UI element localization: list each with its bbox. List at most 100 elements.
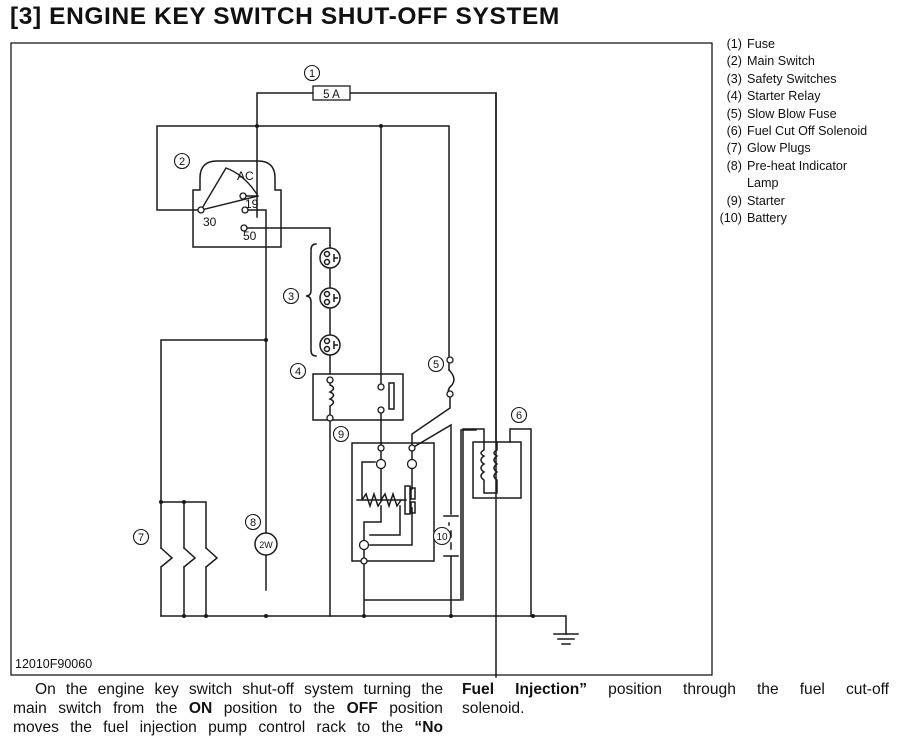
callout-7-circle xyxy=(132,528,150,546)
starter-term-5 xyxy=(358,539,370,551)
fuel-solenoid-coils xyxy=(480,92,499,494)
legend-item: (6)Fuel Cut Off Solenoid xyxy=(712,123,868,140)
page-title: [3] ENGINE KEY SWITCH SHUT-OFF SYSTEM xyxy=(10,3,560,30)
callout-1: 1 xyxy=(309,68,315,80)
switch-label-ac: AC xyxy=(237,169,254,183)
legend-label: Pre-heat Indicator xyxy=(747,158,848,173)
legend-label: Starter xyxy=(747,193,785,208)
callout-10-circle xyxy=(432,526,452,546)
body-paragraph-left: On the engine key switch shut-off system… xyxy=(13,680,443,737)
paragraph-line: solenoid. xyxy=(462,700,525,717)
legend-num: (9) xyxy=(726,193,742,208)
main-switch-body xyxy=(192,160,282,248)
figure-code: 12010F90060 xyxy=(15,657,93,671)
callout-9: 9 xyxy=(338,429,344,441)
figure-frame xyxy=(10,42,713,676)
safety-switch-bracket xyxy=(305,243,317,357)
fuel-solenoid-outer xyxy=(462,428,532,617)
starter-box xyxy=(351,442,435,562)
callout-8: 8 xyxy=(250,517,256,529)
legend-num: (8) xyxy=(726,158,742,173)
safety-switch-3 xyxy=(319,334,341,356)
ground-symbol xyxy=(553,633,579,645)
wire-glow-ground xyxy=(160,501,185,549)
paragraph-line: main switch from the ON position to the … xyxy=(13,699,443,718)
text-run: position through the fuel cut-off xyxy=(587,681,890,698)
starter-term-6 xyxy=(360,557,368,565)
legend-label: Battery xyxy=(747,211,787,226)
text-run: moves the fuel injection pump control ra… xyxy=(13,719,415,736)
glow-plug-2 xyxy=(182,546,197,617)
legend-item: (5)Slow Blow Fuse xyxy=(712,106,867,123)
fuse-box xyxy=(312,85,351,101)
bold-term-fuel-injection: Fuel Injection” xyxy=(462,681,588,698)
wire-main-rail xyxy=(156,125,450,371)
callout-2-circle xyxy=(173,152,191,170)
wire-ground-bus xyxy=(160,615,567,635)
legend-num: (3) xyxy=(726,71,742,86)
legend-item: (1) Fuse xyxy=(712,36,867,53)
relay-term-3 xyxy=(377,383,385,391)
safety-switch-2 xyxy=(319,287,341,309)
legend-label: Starter Relay xyxy=(747,89,821,104)
callout-6-circle xyxy=(510,406,528,424)
legend-num: (7) xyxy=(726,141,742,156)
starter-relay-box xyxy=(312,373,404,421)
safety-switches xyxy=(319,247,341,356)
switch-label-30: 30 xyxy=(203,215,217,229)
starter-term-4 xyxy=(406,458,418,470)
legend-item: (3) Safety Switches xyxy=(712,71,867,88)
legend-label: Safety Switches xyxy=(747,71,837,86)
bold-term-off: OFF xyxy=(346,700,378,717)
legend-label-continuation: Lamp xyxy=(747,176,779,191)
callout-5-circle xyxy=(427,355,445,373)
switch-label-19: 19 xyxy=(245,197,259,211)
slow-fuse-term-2 xyxy=(446,390,454,398)
terminal-30 xyxy=(197,206,205,214)
junction-dots xyxy=(159,124,535,618)
wire-fuse-line xyxy=(256,92,497,678)
terminal-19 xyxy=(239,192,247,200)
callout-6: 6 xyxy=(516,410,522,422)
switch-label-50: 50 xyxy=(243,229,257,243)
terminal-ac-out xyxy=(241,206,249,214)
wire-terminal-50 xyxy=(243,227,331,246)
wire-terminal-AC xyxy=(244,209,267,591)
starter-term-2 xyxy=(408,444,416,452)
legend-item: (10) Battery xyxy=(712,210,867,227)
legend: (1)Fuse (2)Main Switch (3)Safety Switche… xyxy=(712,36,868,227)
callout-10: 10 xyxy=(436,532,448,543)
callout-7: 7 xyxy=(138,532,144,544)
glow-plug-1 xyxy=(159,546,174,617)
wiring-diagram: 5 A 2W AC 30 19 50 1 2 3 4 5 6 7 8 9 10 xyxy=(10,42,713,678)
relay-term-2 xyxy=(326,414,334,422)
legend-item: (7)Glow Plugs xyxy=(712,140,867,157)
paragraph-line: On the engine key switch shut-off system… xyxy=(35,681,443,698)
legend-num: (1) xyxy=(726,37,742,51)
legend-num: (10) xyxy=(719,211,742,226)
terminal-50 xyxy=(240,224,248,232)
legend-label: Fuel Cut Off Solenoid xyxy=(747,124,868,139)
body-paragraph-right: Fuel Injection” position through the fue… xyxy=(462,680,889,718)
callout-4-circle xyxy=(289,362,307,380)
starter-wiring xyxy=(356,429,477,617)
callout-1-circle xyxy=(303,64,321,82)
legend-label: Main Switch xyxy=(747,54,815,69)
legend-item: (8) Pre-heat Indicator xyxy=(712,158,867,175)
safety-switch-1 xyxy=(319,247,341,269)
text-run: position xyxy=(377,700,443,717)
relay-contact-bar xyxy=(388,382,395,410)
callout-3: 3 xyxy=(288,291,294,303)
legend-label: Fuse xyxy=(747,37,775,51)
relay-term-1 xyxy=(326,376,334,384)
relay-coil xyxy=(328,379,335,617)
callout-5: 5 xyxy=(433,359,439,371)
starter-solenoid-contact-2 xyxy=(410,501,416,514)
legend-num: (4) xyxy=(726,89,742,104)
glow-plug-3 xyxy=(204,546,219,617)
legend-label: Slow Blow Fuse xyxy=(747,106,837,121)
starter-solenoid-contact-1 xyxy=(410,487,416,500)
fuse-rating: 5 A xyxy=(323,89,340,101)
callout-8-circle xyxy=(244,513,262,531)
slow-fuse-term-1 xyxy=(446,356,454,364)
